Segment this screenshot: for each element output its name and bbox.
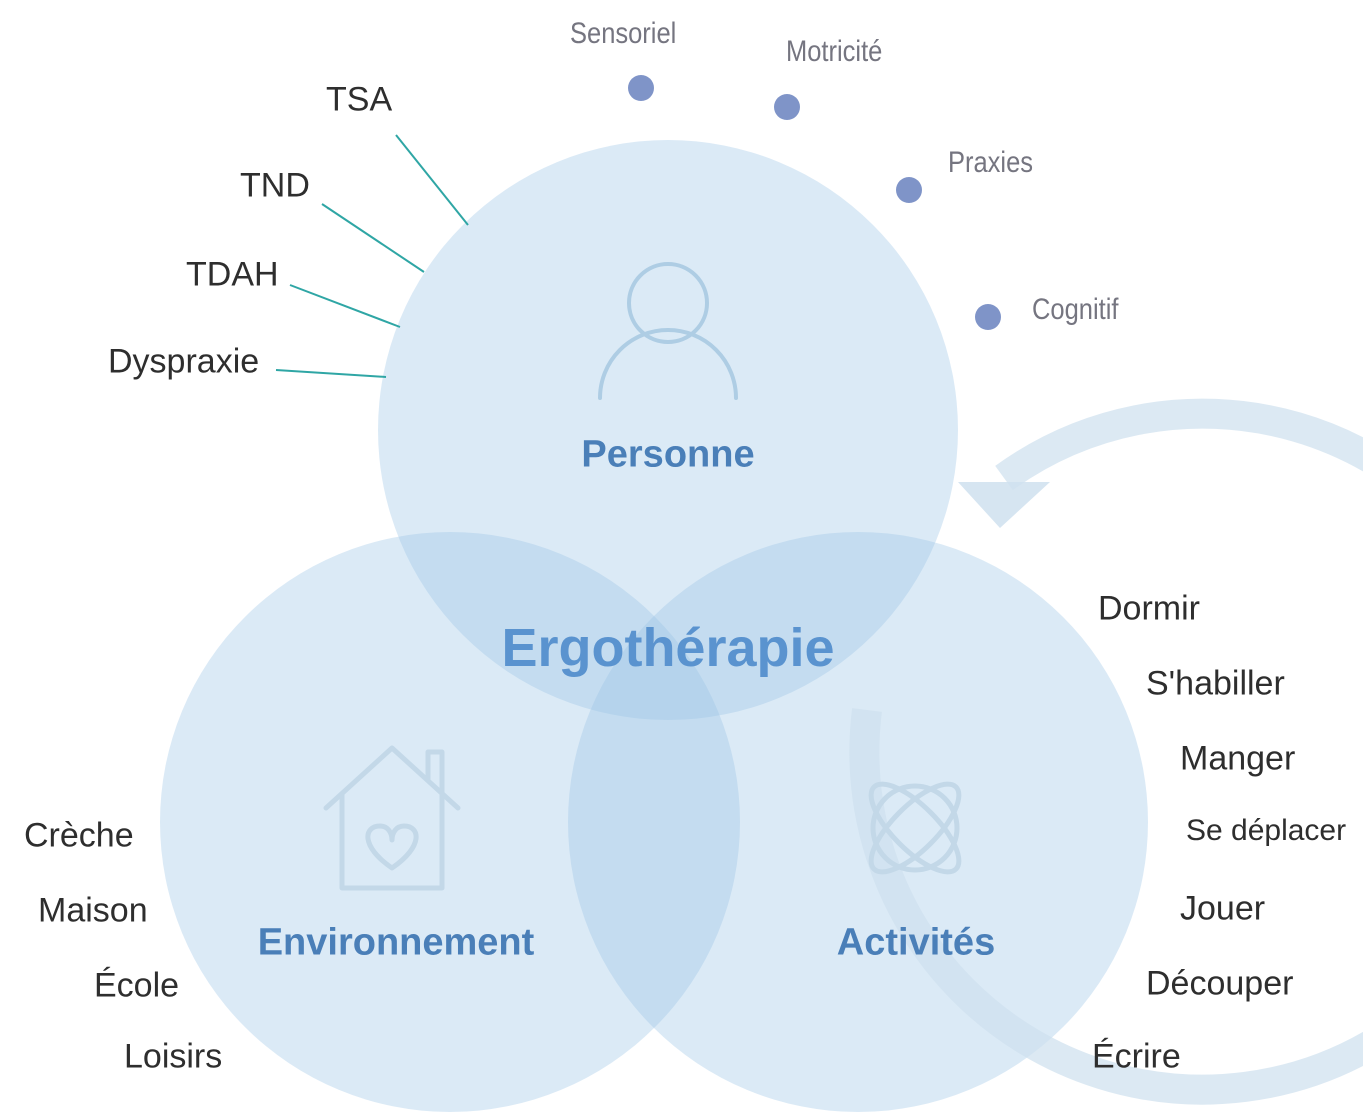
label-tnd: TND (240, 166, 310, 205)
leader-lines (275, 134, 469, 378)
center-title-ergotherapie: Ergothérapie (501, 618, 835, 678)
label-manger: Manger (1180, 739, 1296, 778)
house-heart-icon (323, 745, 461, 891)
label-jouer: Jouer (1180, 889, 1266, 928)
label-shabiller: S'habiller (1146, 664, 1285, 703)
label-tdah: TDAH (186, 255, 279, 294)
title-personne: Personne (581, 433, 755, 476)
leader-line-dyspraxie (275, 369, 387, 378)
title-environnement: Environnement (257, 921, 535, 964)
label-motricite: Motricité (786, 35, 883, 68)
dot-sensoriel (628, 75, 654, 101)
environnement-circle (160, 532, 740, 1112)
label-maison: Maison (38, 891, 148, 930)
personne-circle (378, 140, 958, 720)
label-creche: Crèche (24, 816, 134, 855)
label-cognitif: Cognitif (1032, 293, 1119, 326)
label-sensoriel: Sensoriel (570, 17, 677, 50)
atom-orbit-icon (868, 781, 962, 875)
label-dormir: Dormir (1098, 589, 1200, 628)
development-dots (628, 75, 1001, 330)
label-dyspraxie: Dyspraxie (108, 342, 260, 381)
label-ecole: École (94, 966, 180, 1005)
label-ecrire: Écrire (1092, 1037, 1181, 1076)
dot-motricite (774, 94, 800, 120)
dot-cognitif (975, 304, 1001, 330)
label-loisirs: Loisirs (124, 1037, 223, 1076)
label-tsa: TSA (326, 80, 393, 119)
dot-praxies (896, 177, 922, 203)
label-se-deplacer: Se déplacer (1186, 814, 1347, 847)
cycle-arrow (849, 398, 1363, 1105)
leader-line-tsa (395, 134, 469, 226)
label-praxies: Praxies (948, 146, 1034, 179)
person-icon (598, 262, 738, 400)
leader-line-tnd (321, 203, 425, 273)
title-activites: Activités (836, 921, 996, 964)
leader-line-tdah (289, 284, 401, 328)
label-decouper: Découper (1146, 964, 1294, 1003)
